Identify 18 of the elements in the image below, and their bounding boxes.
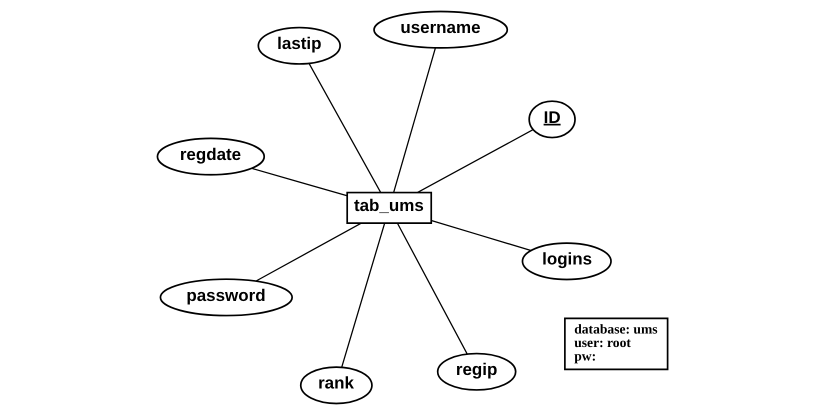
- node-ellipse: password: [159, 278, 292, 316]
- node-box: tab_ums: [346, 192, 432, 224]
- node-ellipse: logins: [521, 242, 612, 280]
- connector: [396, 222, 468, 354]
- connector: [340, 223, 385, 368]
- connector: [392, 48, 436, 192]
- node-ellipse: lastip: [257, 26, 340, 65]
- node-ellipse: regdate: [156, 138, 265, 176]
- node-box: database: ums user: root pw:: [564, 318, 668, 370]
- node-ellipse: ID: [528, 100, 576, 138]
- connector: [416, 129, 533, 193]
- connector: [251, 168, 347, 196]
- connector: [430, 220, 531, 252]
- connector: [308, 63, 381, 193]
- node-ellipse: rank: [299, 366, 372, 404]
- node-ellipse: username: [372, 10, 508, 49]
- node-ellipse: regip: [436, 352, 516, 391]
- connector: [255, 222, 362, 282]
